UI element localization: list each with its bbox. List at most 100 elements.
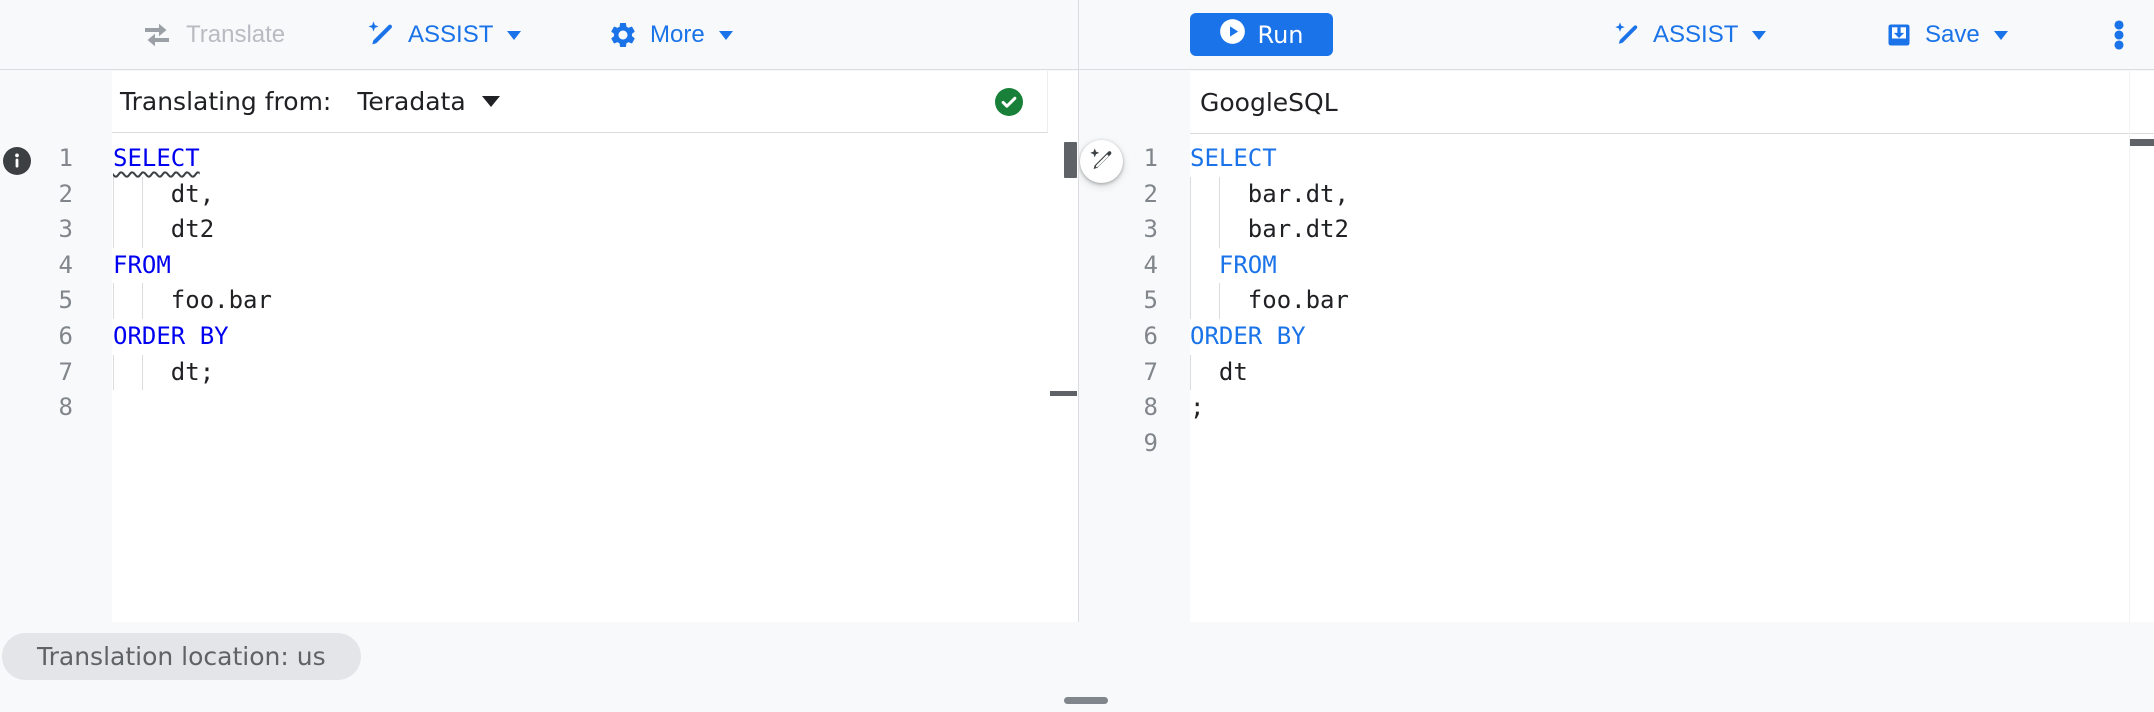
assist-label: ASSIST: [408, 21, 494, 48]
line-number: 5: [58, 286, 73, 315]
indent-guide: [113, 283, 114, 319]
source-editor-pane: Translating from: Teradata 1 SELECT 2 dt,3…: [0, 71, 1078, 622]
caret-down-icon: [718, 30, 733, 40]
right-editor-scrollbar-thumb[interactable]: [2130, 139, 2154, 146]
code-line[interactable]: 1 SELECT: [1079, 141, 2154, 177]
code-line[interactable]: 8: [0, 390, 1078, 426]
line-number: 4: [1143, 250, 1158, 279]
indent-guide: [141, 212, 143, 248]
code-token: foo.bar: [1190, 286, 1349, 315]
check-circle-icon: [995, 87, 1023, 116]
swap-horiz-icon: [140, 20, 174, 50]
caret-down-icon: [1993, 30, 2008, 40]
code-line[interactable]: 5 foo.bar: [1079, 283, 2154, 319]
code-token: dt2: [113, 215, 215, 244]
code-token: [1190, 251, 1219, 279]
line-number: 7: [1143, 357, 1158, 386]
assist-button-right[interactable]: ASSIST: [1613, 0, 1767, 70]
code-line[interactable]: 3 dt2: [0, 212, 1078, 248]
gear-icon: [608, 20, 638, 50]
assist-pen-icon: [366, 20, 396, 50]
indent-guide: [141, 176, 143, 213]
code-text: ORDER BY: [73, 319, 229, 355]
kebab-menu-icon: [2103, 19, 2135, 51]
translate-button[interactable]: Translate: [140, 0, 285, 70]
more-button[interactable]: More: [608, 0, 733, 70]
code-line[interactable]: 5 foo.bar: [0, 283, 1078, 319]
kebab-menu-button[interactable]: [2103, 0, 2135, 70]
magic-wand-icon: [1088, 147, 1115, 177]
assist-button-left[interactable]: ASSIST: [366, 0, 522, 70]
top-toolbar: Translate ASSIST More Run: [0, 0, 2154, 70]
left-editor-scrollbar-thumb[interactable]: [1064, 142, 1077, 178]
line-number: 1: [58, 144, 73, 172]
play-circle-icon: [1219, 18, 1246, 51]
assist-fab-button[interactable]: [1080, 140, 1123, 183]
header-divider: [1190, 133, 2154, 134]
code-line[interactable]: 2 dt,: [0, 176, 1078, 213]
translation-location-label: Translation location: us: [37, 642, 326, 671]
code-text: SELECT: [73, 141, 200, 177]
line-number: 8: [1143, 393, 1158, 422]
indent-guide: [1190, 283, 1191, 319]
code-text: dt;: [73, 354, 215, 391]
assist-pen-icon: [1613, 21, 1641, 49]
code-line[interactable]: 2 bar.dt,: [1079, 176, 2154, 213]
indent-guide: [113, 354, 114, 391]
right-editor-scrollbar-track: [2129, 71, 2130, 622]
line-number: 3: [1143, 215, 1158, 244]
pane-splitter-grip[interactable]: [1050, 391, 1077, 396]
code-text: [1158, 426, 1190, 462]
code-line[interactable]: 8;: [1079, 390, 2154, 426]
save-button[interactable]: Save: [1885, 0, 2008, 70]
translate-label: Translate: [186, 21, 286, 48]
more-label: More: [650, 21, 705, 48]
translating-from-label: Translating from:: [120, 87, 332, 116]
indent-guide: [1218, 176, 1220, 213]
source-dialect-dropdown[interactable]: Teradata: [357, 87, 500, 116]
code-line[interactable]: 7 dt;: [0, 354, 1078, 391]
indent-guide: [113, 212, 114, 248]
code-text: bar.dt2: [1158, 212, 1349, 248]
code-token: dt: [1190, 357, 1248, 386]
code-text: FROM: [1158, 247, 1277, 284]
keyword-token: SELECT: [1190, 144, 1277, 172]
run-label: Run: [1257, 20, 1304, 49]
indent-guide: [141, 354, 143, 391]
info-icon[interactable]: [3, 147, 31, 175]
line-number: 2: [1143, 179, 1158, 208]
code-line[interactable]: 7 dt: [1079, 354, 2154, 391]
bottom-splitter-grip[interactable]: [1064, 697, 1108, 704]
code-text: FROM: [73, 248, 171, 284]
run-button[interactable]: Run: [1190, 13, 1333, 56]
code-token: ;: [1190, 393, 1205, 422]
pane-divider[interactable]: [1078, 0, 1079, 622]
keyword-token: ORDER BY: [1190, 321, 1306, 350]
line-number: 3: [58, 215, 73, 244]
code-line[interactable]: 9: [1079, 426, 2154, 462]
indent-guide: [1190, 176, 1191, 213]
keyword-token: SELECT: [113, 144, 200, 172]
code-text: ORDER BY: [1158, 319, 1306, 355]
keyword-token: FROM: [1218, 250, 1277, 279]
code-line[interactable]: 1 SELECT: [0, 141, 1078, 177]
code-line[interactable]: 4 FROM: [1079, 247, 2154, 284]
line-number: 5: [1143, 286, 1158, 315]
code-token: dt;: [113, 357, 215, 386]
translation-location-chip: Translation location: us: [2, 633, 361, 680]
code-text: bar.dt,: [1158, 176, 1349, 213]
code-line[interactable]: 3 bar.dt2: [1079, 212, 2154, 248]
line-number: 8: [58, 393, 73, 422]
assist-right-label: ASSIST: [1653, 21, 1739, 48]
source-editor-header: Translating from: Teradata: [112, 71, 1048, 133]
line-number: 1: [1143, 144, 1158, 172]
keyword-token: ORDER BY: [113, 321, 229, 350]
code-text: foo.bar: [73, 283, 272, 319]
code-token: foo.bar: [113, 286, 272, 315]
googlesql-label: GoogleSQL: [1200, 87, 1338, 117]
